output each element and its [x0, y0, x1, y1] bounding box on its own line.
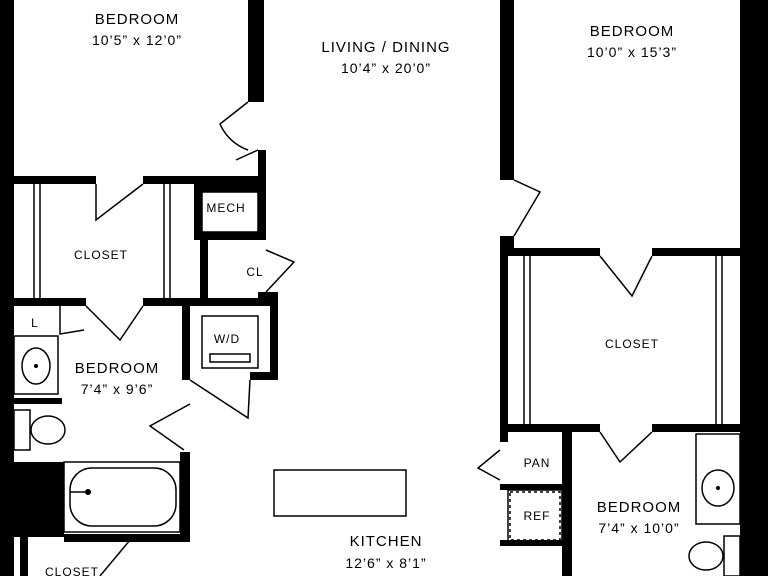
room-label-closet-bottom-left: CLOSET [45, 565, 99, 576]
room-label-closet-left: CLOSET [74, 248, 128, 262]
room-dims-bedroom-bottom-right: 7’4” x 10’0” [598, 520, 679, 536]
room-dims-bedroom-top-right: 10’0” x 15’3” [587, 44, 677, 60]
door-swing [599, 255, 653, 298]
door-swing [148, 403, 191, 451]
room-label-ref: REF [524, 509, 551, 523]
room-dims-bedroom-mid-left: 7’4” x 9’6” [81, 381, 153, 397]
door-swing [189, 379, 251, 420]
door-swing [99, 539, 131, 576]
door-swing [599, 431, 653, 464]
door-swing [85, 305, 144, 342]
door-swing [59, 306, 85, 335]
room-label-pan: PAN [524, 456, 551, 470]
door-swing [95, 183, 144, 222]
room-dims-kitchen: 12’6” x 8’1” [345, 555, 426, 571]
door-swing [513, 179, 542, 237]
door-swing [265, 249, 296, 293]
room-dims-living-dining: 10’4” x 20’0” [341, 60, 431, 76]
kitchen-island [273, 469, 407, 517]
room-label-mech: MECH [206, 201, 245, 215]
door-swing [219, 101, 249, 151]
room-dims-bedroom-top-left: 10’5” x 12’0” [92, 32, 182, 48]
room-label-living-dining: LIVING / DINING [321, 39, 450, 56]
room-label-bedroom-bottom-right: BEDROOM [597, 499, 682, 516]
room-label-closet-right: CLOSET [605, 337, 659, 351]
room-label-l: L [31, 316, 39, 330]
fixtures [13, 101, 741, 576]
room-label-wd: W/D [214, 332, 240, 346]
room-label-kitchen: KITCHEN [350, 533, 423, 550]
room-label-cl: CL [246, 265, 263, 279]
room-label-bedroom-top-left: BEDROOM [95, 11, 180, 28]
room-label-bedroom-top-right: BEDROOM [590, 23, 675, 40]
door-swing [476, 449, 501, 481]
labels: BEDROOM 10’5” x 12’0” LIVING / DINING 10… [31, 11, 682, 576]
room-label-bedroom-mid-left: BEDROOM [75, 360, 160, 377]
